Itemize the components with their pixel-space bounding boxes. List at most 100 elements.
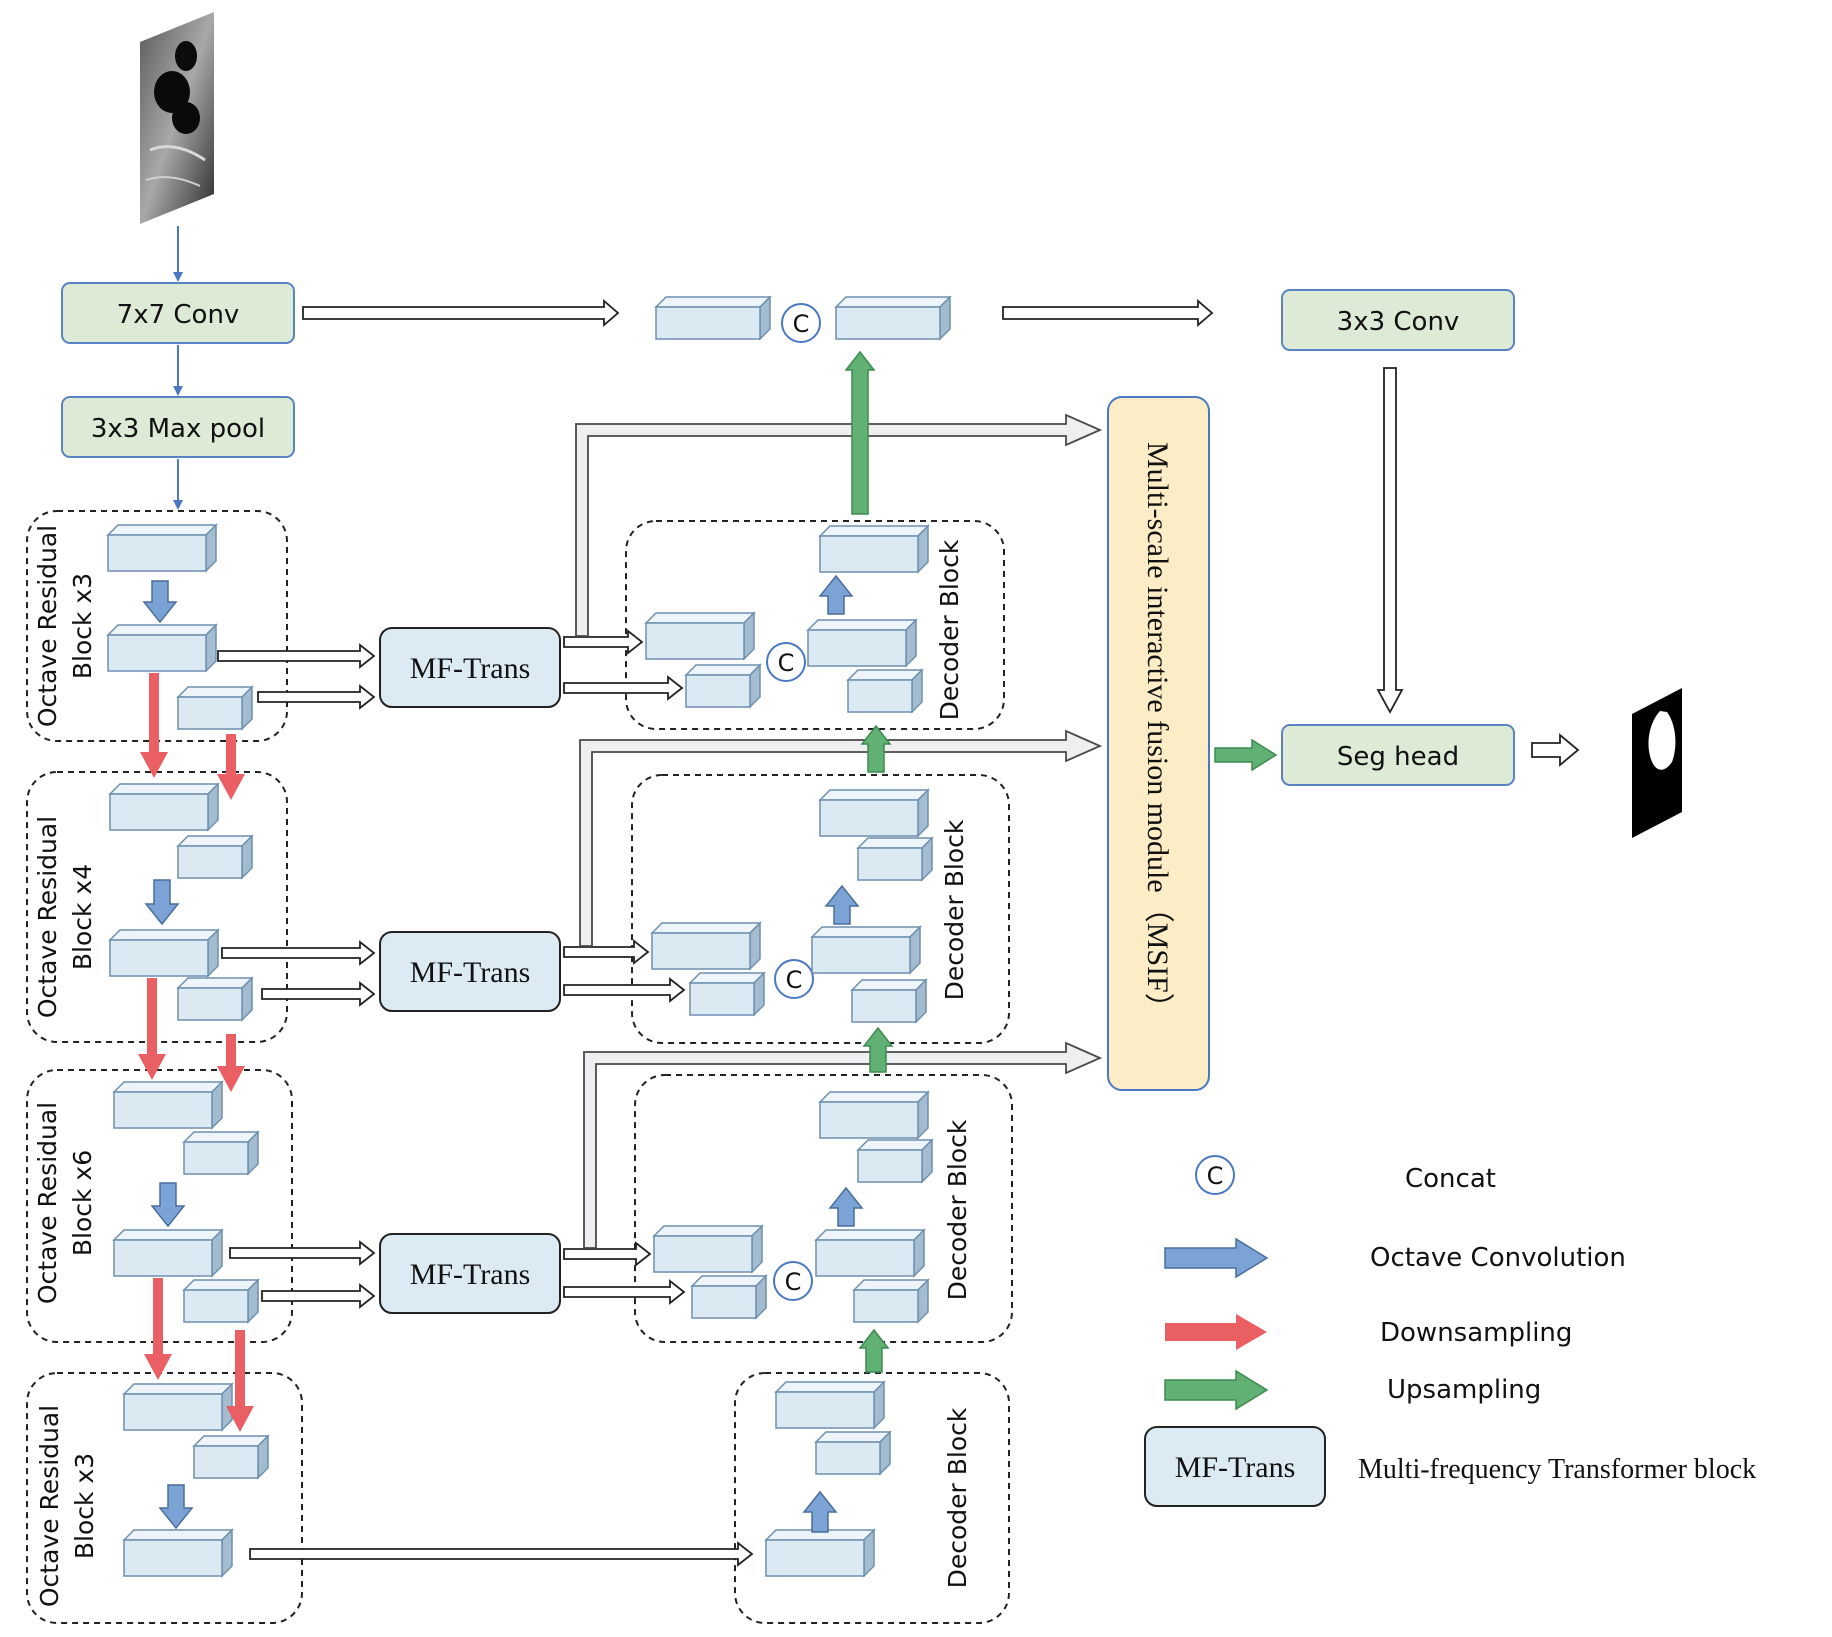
output-segmentation-mask	[1632, 688, 1682, 838]
downsampling-arrow	[217, 1034, 245, 1092]
encoder-to-mftrans-arrow	[221, 940, 376, 966]
svg-text:C: C	[1207, 1162, 1224, 1190]
feature-map-cube	[764, 1528, 876, 1578]
feature-map-cube	[690, 1274, 768, 1320]
svg-text:Multi-scale interactive fusion: Multi-scale interactive fusion module（MS…	[1141, 442, 1174, 1023]
msif-module: Multi-scale interactive fusion module（MS…	[1107, 396, 1210, 1091]
octave-conv-arrow	[150, 1182, 186, 1228]
feature-map-cube	[182, 1130, 260, 1176]
octave-conv-arrow	[824, 884, 860, 925]
encoder-block-label-1: Octave Residual Block x3	[33, 525, 97, 727]
octave-conv-arrow	[144, 879, 180, 926]
input-ultrasound-image	[140, 12, 214, 224]
feature-map-cube	[122, 1382, 234, 1432]
skip-arrow	[1376, 367, 1404, 714]
skip-connection-arrows	[217, 299, 1580, 1567]
feature-map-cube	[176, 976, 254, 1022]
seghead-node: Seg head	[1281, 724, 1515, 786]
encoder-to-mftrans-arrow	[261, 981, 376, 1007]
svg-text:MF-Trans: MF-Trans	[410, 956, 531, 989]
feature-map-cube	[652, 1224, 764, 1274]
svg-text:MF-Trans: MF-Trans	[1175, 1451, 1296, 1484]
upsampling-arrow	[1214, 738, 1278, 772]
feature-map-cube	[814, 1228, 926, 1278]
upsampling-arrow	[858, 1328, 890, 1373]
downsampling-arrow	[217, 734, 245, 800]
feature-map-cube	[108, 782, 220, 832]
msif-connector	[579, 729, 1103, 947]
svg-text:Octave Residual: Octave Residual	[35, 1405, 64, 1607]
feature-map-cube	[654, 295, 772, 341]
decoder-block-labels: Decoder Block Decoder Block Decoder Bloc…	[935, 539, 972, 1588]
feature-map-cube	[834, 295, 952, 341]
feature-map-cube	[774, 1380, 886, 1430]
legend-upsampling-arrow-icon	[1164, 1369, 1269, 1411]
feature-map-cube	[650, 921, 762, 971]
downsampling-arrow	[226, 1330, 254, 1432]
decoder-block-containers	[625, 520, 1013, 1624]
legend-concat-icon	[1195, 1155, 1235, 1195]
encoder-to-mftrans-arrow	[261, 1283, 376, 1309]
mftrans-to-decoder-arrow	[563, 939, 650, 965]
skip-arrow	[302, 299, 620, 327]
svg-text:Decoder Block: Decoder Block	[935, 539, 964, 720]
svg-text:3x3 Max pool: 3x3 Max pool	[91, 414, 265, 444]
svg-text:Octave Residual: Octave Residual	[33, 816, 62, 1018]
mftrans-node-1: MF-Trans	[379, 627, 561, 708]
feature-map-cube	[856, 836, 934, 882]
mftrans-to-decoder-arrow	[563, 629, 644, 655]
octave-conv-arrow	[818, 574, 854, 615]
svg-text:Block x3: Block x3	[70, 1453, 99, 1559]
svg-text:Octave Residual: Octave Residual	[33, 1102, 62, 1304]
downsampling-arrow	[140, 673, 168, 778]
svg-text:Block x3: Block x3	[68, 573, 97, 679]
feature-map-cube	[176, 685, 254, 731]
svg-text:MF-Trans: MF-Trans	[410, 652, 531, 685]
feature-map-cube	[112, 1080, 224, 1130]
svg-text:Block x4: Block x4	[68, 864, 97, 970]
feature-map-cube	[846, 668, 924, 714]
legend-downsampling-arrow-icon	[1165, 1314, 1267, 1350]
mftrans-to-decoder-arrow	[563, 675, 684, 701]
svg-text:C: C	[793, 310, 810, 338]
encoder-block-label-2: Octave Residual Block x4	[33, 816, 97, 1018]
mftrans-to-decoder-arrow	[563, 977, 686, 1003]
mftrans-to-decoder-arrow	[563, 1241, 652, 1267]
feature-map-cube	[818, 1090, 930, 1140]
svg-text:C: C	[778, 649, 795, 677]
encoder-block-label-4: Octave Residual Block x3	[35, 1405, 99, 1607]
octave-conv-arrow	[802, 1490, 838, 1533]
downsampling-arrow	[144, 1278, 172, 1380]
feature-map-cube	[112, 1228, 224, 1278]
msif-connector	[575, 413, 1103, 637]
legend: C Concat Octave Convolution Downsampling…	[1144, 1155, 1756, 1507]
feature-map-cube	[818, 788, 930, 838]
svg-text:Decoder Block: Decoder Block	[940, 819, 969, 1000]
svg-text:C: C	[785, 1268, 802, 1296]
msif-connector	[583, 1041, 1103, 1249]
mftrans-to-decoder-arrow	[563, 1279, 686, 1305]
feature-map-cube	[806, 618, 918, 668]
upsampling-arrow	[844, 350, 876, 515]
encoder-block-label-3: Octave Residual Block x6	[33, 1102, 97, 1304]
octave-conv-arrow	[828, 1186, 864, 1227]
svg-text:3x3 Conv: 3x3 Conv	[1337, 307, 1460, 337]
feature-map-cube	[856, 1138, 934, 1184]
mftrans-node-2: MF-Trans	[379, 931, 561, 1012]
feature-map-cube	[182, 1278, 260, 1324]
feature-map-cube	[684, 663, 762, 709]
feature-map-cube	[644, 611, 756, 661]
legend-upsampling-label: Upsampling	[1387, 1375, 1541, 1405]
feature-map-cube	[850, 978, 928, 1024]
svg-text:Decoder Block: Decoder Block	[943, 1407, 972, 1588]
feature-map-cube	[108, 928, 220, 978]
feature-map-cube	[818, 524, 930, 574]
svg-text:Decoder Block: Decoder Block	[943, 1119, 972, 1300]
feature-map-cube	[192, 1434, 270, 1480]
bottom-skip-arrow	[249, 1541, 754, 1567]
svg-text:7x7 Conv: 7x7 Conv	[117, 300, 240, 330]
encoder-to-mftrans-arrow	[217, 643, 376, 669]
flow-arrows	[138, 350, 1278, 1533]
legend-mftrans-desc: Multi-frequency Transformer block	[1358, 1454, 1756, 1485]
